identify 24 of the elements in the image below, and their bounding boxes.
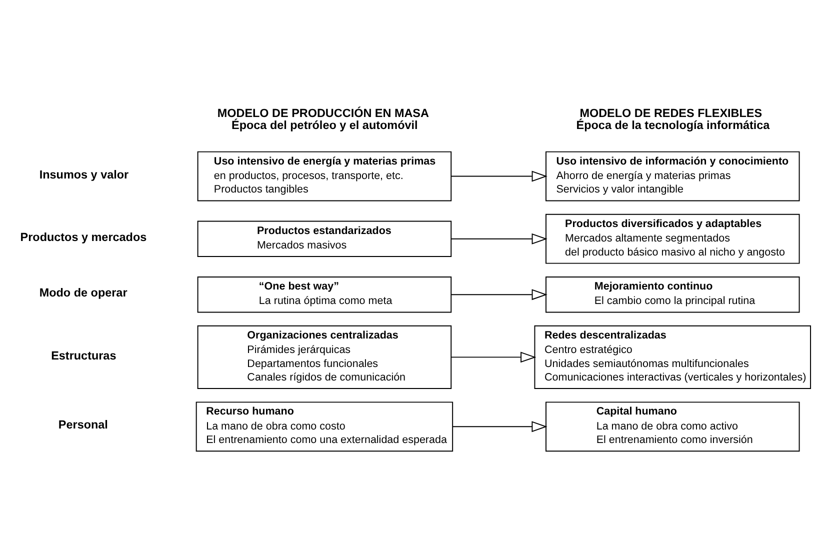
node-box: Capital humano La mano de obra como activo El entrenamiento como inversión xyxy=(546,401,800,452)
node-box: Uso intensivo de energía y materias primas en productos, procesos, transporte, etc. Productos tangibles xyxy=(197,150,452,201)
label: MODELO DE REDES FLEXIBLES xyxy=(580,106,762,120)
label: Modo de operar xyxy=(39,286,128,300)
label: Época de la tecnología informática xyxy=(576,118,770,132)
node-box: Uso intensivo de información y conocimiento Ahorro de energía y materias primas Servicios y valor intangible xyxy=(546,150,800,201)
node-box: Recurso humano La mano de obra como costo El entrenamiento como una externalidad esperada xyxy=(196,401,454,452)
node-box: “One best way” La rutina óptima como meta xyxy=(197,276,452,312)
arrow xyxy=(452,420,548,432)
node-box: Productos diversificados y adaptables Mercados altamente segmentados del producto básico masivo al nicho y angosto xyxy=(546,213,800,264)
arrow xyxy=(450,351,536,362)
node-box: Productos estandarizados Mercados masivos xyxy=(197,220,452,256)
node-box: Organizaciones centralizadas Pirámides jerárquicas Departamentos funcionales Canales rígidos de comunicación xyxy=(197,324,452,388)
node-box: Redes descentralizadas Centro estratégico Unidades semiautónomas multifuncionales Comunicaciones interactivas (verticales y horizontales) xyxy=(534,324,812,388)
label: MODELO DE PRODUCCIÓN EN MASA xyxy=(217,106,429,120)
label: Insumos y valor xyxy=(39,168,129,181)
label: Productos y mercados xyxy=(20,230,147,244)
label: Época del petróleo y el automóvil xyxy=(232,118,418,132)
label: Estructuras xyxy=(51,348,116,362)
arrow xyxy=(450,170,548,182)
arrow xyxy=(450,232,548,244)
label: Personal xyxy=(58,418,108,432)
arrow xyxy=(450,288,548,300)
node-box: Mejoramiento continuo El cambio como la principal rutina xyxy=(546,276,800,312)
